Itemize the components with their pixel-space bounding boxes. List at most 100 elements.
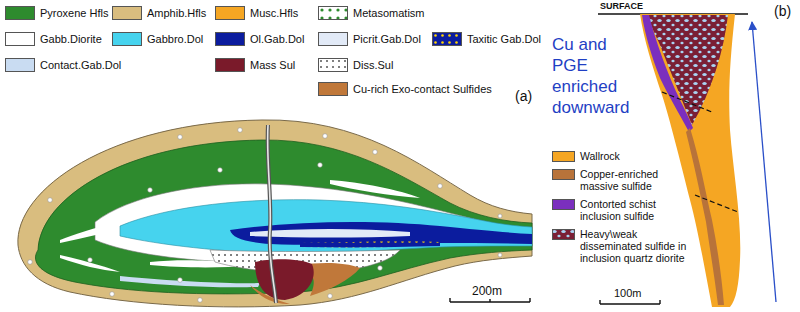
scale-tick bbox=[529, 298, 530, 302]
legend-swatch bbox=[215, 32, 245, 46]
contact-gabbro-dolerite bbox=[120, 276, 260, 287]
legend-swatch bbox=[318, 32, 348, 46]
dot bbox=[218, 168, 223, 173]
legend-text: Musc.Hfls bbox=[250, 6, 298, 20]
drill-hole bbox=[268, 125, 276, 303]
scale-tick bbox=[449, 298, 450, 302]
legend-item: Diss.Sul bbox=[318, 58, 393, 72]
enrichment-arrow bbox=[752, 22, 776, 302]
legend-text: Gabbro.Dol bbox=[147, 32, 203, 46]
legend-pattern-fill bbox=[553, 229, 575, 239]
legend-text: Cu-rich Exo-contact Sulfides bbox=[353, 82, 492, 96]
dot bbox=[323, 134, 328, 139]
legend-text: Contact.Gab.Dol bbox=[40, 58, 121, 72]
enrichment-note-box: Cu and PGE enriched downward bbox=[552, 34, 640, 118]
legend-item: Heavy\weak disseminated sulfide in inclu… bbox=[552, 228, 692, 264]
legend-pattern-swatch bbox=[552, 229, 575, 240]
legend-pattern-fill bbox=[319, 7, 348, 20]
legend-item: Musc.Hfls bbox=[215, 6, 298, 20]
legend-item: Metasomatism bbox=[318, 6, 425, 20]
dot bbox=[178, 135, 183, 140]
legend-text: Gabb.Diorite bbox=[40, 32, 102, 46]
olivine-gabbro-dolerite bbox=[230, 222, 532, 245]
dot bbox=[88, 258, 93, 263]
legend-swatch bbox=[552, 169, 575, 180]
legend-swatch bbox=[112, 6, 142, 20]
legend-swatch bbox=[552, 199, 575, 210]
legend-item: Wallrock bbox=[552, 150, 692, 162]
scale-line bbox=[600, 303, 660, 304]
massive-sulfide-vein bbox=[686, 128, 724, 305]
scale-bar bbox=[600, 300, 660, 304]
scale-tick bbox=[489, 299, 490, 302]
legend-pattern-fill bbox=[319, 59, 348, 72]
enrichment-note: Cu and PGE enriched downward bbox=[552, 34, 640, 118]
scale-tick bbox=[659, 300, 660, 304]
legend-item: Picrit.Gab.Dol bbox=[318, 32, 421, 46]
dot bbox=[198, 298, 203, 303]
legend-text: Mass Sul bbox=[250, 58, 295, 72]
legend-text: Picrit.Gab.Dol bbox=[353, 32, 421, 46]
legend-swatch bbox=[215, 6, 245, 20]
panel-letter: (b) bbox=[774, 3, 791, 20]
legend-pattern-swatch bbox=[318, 58, 348, 72]
legend-text: Ol.Gab.Dol bbox=[250, 32, 304, 46]
legend-item: Cu-rich Exo-contact Sulfides bbox=[318, 82, 492, 96]
metasomatism-dots bbox=[28, 128, 502, 303]
legend-text: Pyroxene Hfls bbox=[40, 6, 108, 20]
legend-text: Wallrock bbox=[580, 150, 692, 162]
legend-item: Ol.Gab.Dol bbox=[215, 32, 304, 46]
legend-text: Amphib.Hfls bbox=[147, 6, 206, 20]
scale-bar bbox=[450, 298, 530, 302]
massive-sulfide bbox=[255, 259, 314, 300]
drill-hole-core bbox=[268, 125, 276, 303]
legend-pattern-swatch bbox=[318, 6, 348, 20]
legend-item: Taxitic Gab.Dol bbox=[432, 32, 541, 46]
boundary-dash bbox=[662, 92, 712, 112]
legend-swatch bbox=[5, 6, 35, 20]
dot bbox=[178, 278, 183, 283]
panel-letter: (a) bbox=[515, 88, 532, 105]
dot bbox=[373, 150, 378, 155]
scale-label: 200m bbox=[472, 284, 502, 298]
schist-inclusion-sulfide bbox=[642, 15, 693, 132]
legend-swatch bbox=[112, 32, 142, 46]
legend-pattern-swatch bbox=[432, 32, 462, 46]
dot bbox=[438, 184, 443, 189]
dot bbox=[498, 253, 502, 257]
legend-item: Gabbro.Dol bbox=[112, 32, 203, 46]
picritic-gabbro-dolerite bbox=[250, 229, 410, 238]
legend-text: Heavy\weak disseminated sulfide in inclu… bbox=[580, 228, 692, 264]
legend-swatch bbox=[318, 82, 348, 96]
dot bbox=[238, 128, 243, 133]
legend-item: Contact.Gab.Dol bbox=[5, 58, 121, 72]
dot bbox=[378, 266, 383, 271]
scale-label-box: 200m bbox=[472, 284, 502, 298]
legend-item: Contorted schist inclusion sulfide bbox=[552, 198, 692, 222]
panel-letter-box: (b) bbox=[774, 3, 791, 20]
legend-swatch bbox=[5, 58, 35, 72]
taxitic-gabbro-dolerite bbox=[300, 242, 440, 248]
dot bbox=[28, 260, 33, 265]
cross-section bbox=[18, 120, 532, 307]
legend-item: Gabb.Diorite bbox=[5, 32, 102, 46]
dot bbox=[318, 163, 323, 168]
gabbro-diorite bbox=[95, 184, 532, 262]
surface-label-box: SURFACE bbox=[600, 1, 643, 12]
legend-item: Amphib.Hfls bbox=[112, 6, 206, 20]
dot bbox=[110, 292, 115, 297]
boundary-dash bbox=[695, 195, 738, 212]
legend-text: Diss.Sul bbox=[353, 58, 393, 72]
gabbro-dolerite bbox=[120, 200, 532, 254]
scale-tick bbox=[599, 300, 600, 304]
gabbro-diorite-lens bbox=[330, 180, 420, 198]
surface-label: SURFACE bbox=[600, 1, 643, 12]
legend-swatch bbox=[552, 151, 575, 162]
legend-text: Copper-enriched massive sulfide bbox=[580, 168, 692, 192]
legend-text: Taxitic Gab.Dol bbox=[467, 32, 541, 46]
legend-swatch bbox=[215, 58, 245, 72]
scale-label-box: 100m bbox=[614, 287, 642, 300]
gabbro-diorite-lens bbox=[60, 255, 120, 272]
